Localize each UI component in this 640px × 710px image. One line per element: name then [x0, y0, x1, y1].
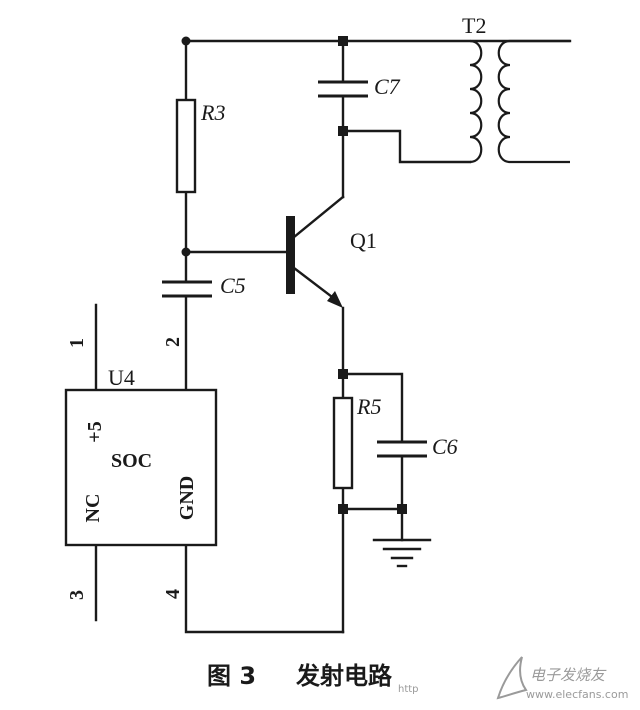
label-r3: R3 — [200, 100, 225, 125]
label-r5: R5 — [356, 394, 381, 419]
resistor-r5 — [332, 396, 354, 490]
chip-pin-plus5-label: +5 — [84, 421, 106, 442]
label-c6: C6 — [432, 434, 458, 459]
chip-pin-nc-label: NC — [82, 494, 104, 523]
label-t2: T2 — [462, 13, 486, 38]
figure-title: 发射电路 — [295, 662, 393, 690]
label-c5: C5 — [220, 273, 246, 298]
transistor-q1 — [286, 195, 345, 308]
watermark-site-url: www.elecfans.com — [526, 688, 628, 701]
capacitor-c7 — [318, 80, 368, 98]
chip-name-label: SOC — [111, 450, 152, 472]
watermark-http: http — [398, 684, 419, 695]
junction-dot — [338, 126, 348, 136]
label-q1: Q1 — [350, 228, 377, 253]
junctions — [181, 36, 407, 514]
resistor-r3 — [175, 98, 197, 194]
c6-top-wire — [341, 372, 404, 444]
chip-pin-gnd-label: GND — [176, 476, 198, 520]
ground-icon — [372, 538, 432, 568]
capacitor-c6 — [377, 440, 427, 458]
chip-u4 — [64, 388, 218, 547]
return-wire — [184, 543, 345, 634]
label-c7: C7 — [374, 74, 401, 99]
watermark: 电子发烧友 www.elecfans.com http — [398, 656, 628, 701]
junction-dot — [338, 369, 348, 379]
junction-dot — [181, 247, 191, 257]
label-u4: U4 — [108, 365, 135, 390]
pin-number-4: 4 — [162, 589, 184, 599]
junction-dot — [181, 36, 191, 46]
transformer-secondary-coil — [497, 39, 570, 164]
transformer-primary-coil — [469, 39, 483, 164]
figure-number: 图 3 — [207, 662, 256, 690]
pin-number-1: 1 — [66, 338, 88, 348]
emitter-arrow-icon — [327, 291, 343, 308]
transistor-emitter-leg — [292, 266, 338, 302]
junction-dot — [338, 504, 348, 514]
capacitor-c5 — [162, 280, 212, 298]
watermark-site-name: 电子发烧友 — [530, 666, 607, 684]
transistor-collector-leg — [292, 195, 345, 239]
junction-dot — [338, 36, 348, 46]
transistor-base-bar — [286, 216, 295, 294]
pin-number-2: 2 — [162, 337, 184, 347]
primary-bottom-wire — [341, 129, 472, 164]
pin-number-3: 3 — [66, 590, 88, 600]
transformer-t2 — [469, 39, 570, 164]
junction-dot — [397, 504, 407, 514]
watermark-logo-icon — [496, 656, 528, 700]
